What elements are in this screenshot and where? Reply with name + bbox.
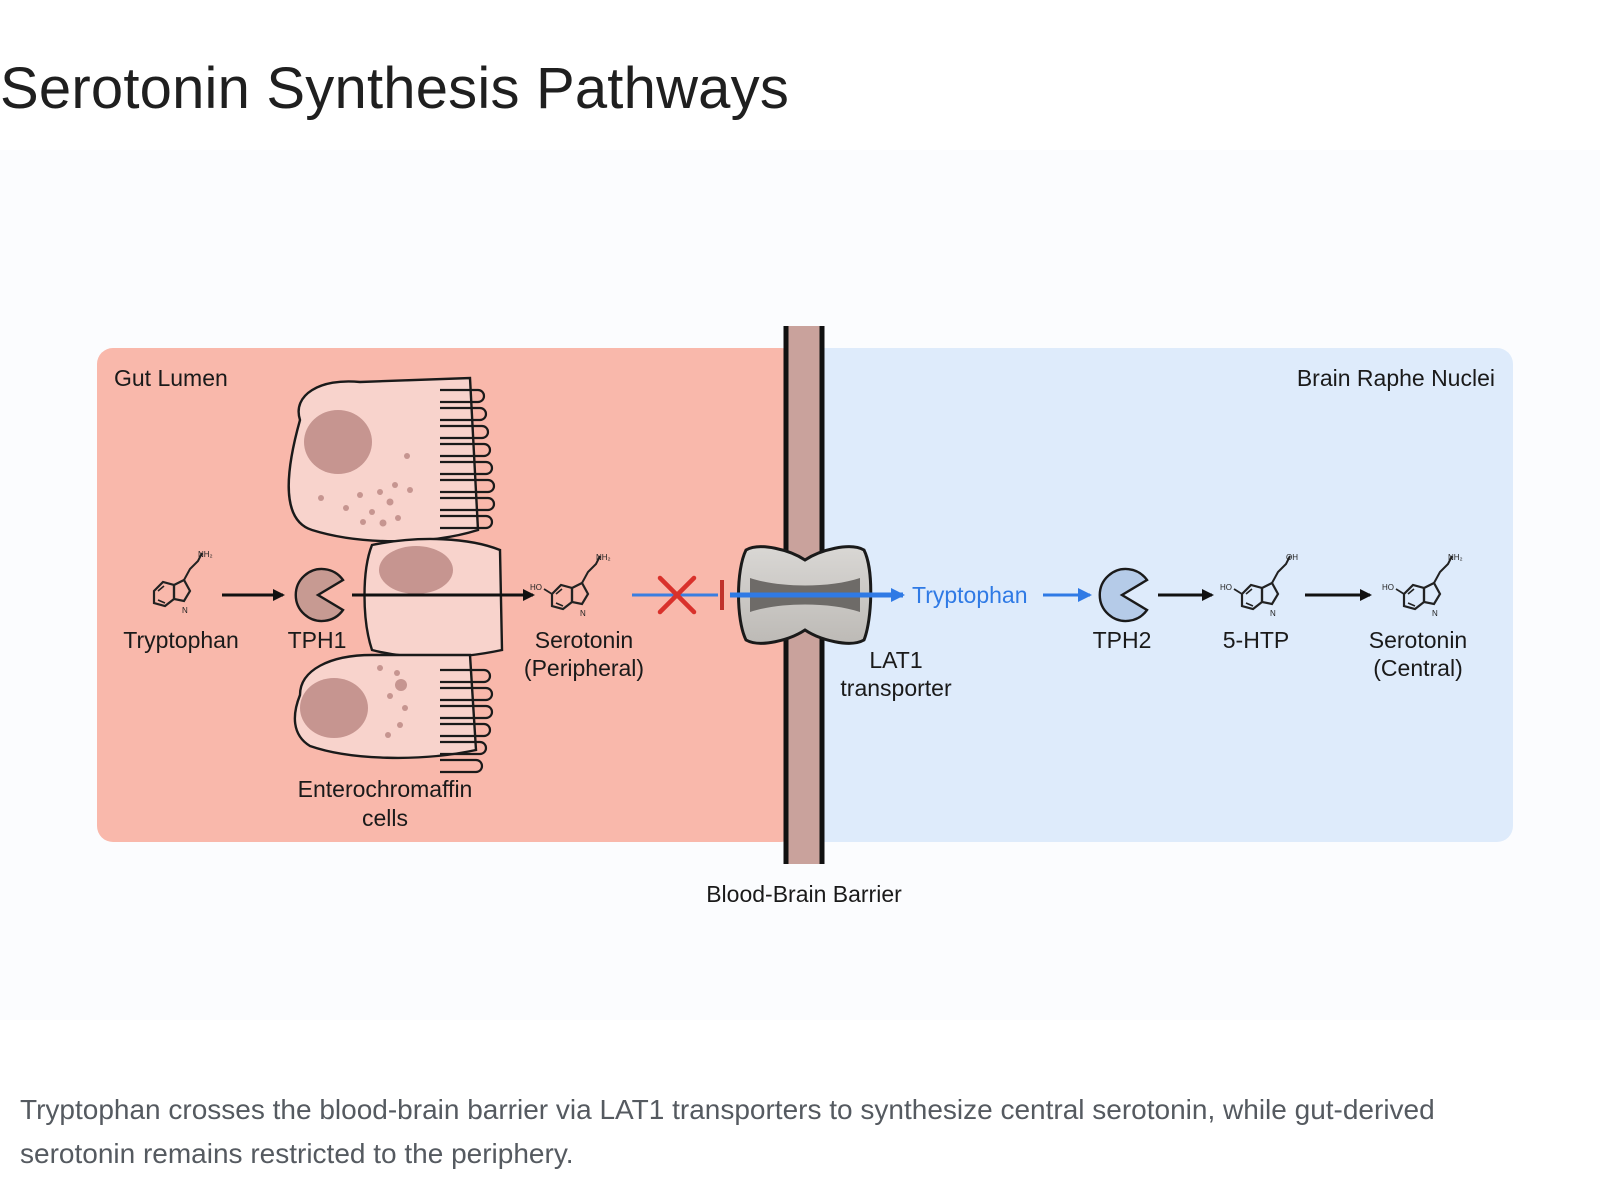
enterochromaffin-label-line2: cells — [362, 805, 408, 831]
enterochromaffin-cells — [287, 376, 504, 774]
serotonin-pathway-diagram: Gut Lumen Brain Raphe Nuclei Enterochrom… — [97, 326, 1513, 907]
serotonin-central-molecule: HO NH₂ N — [1382, 553, 1463, 618]
oh-label: OH — [1286, 553, 1298, 562]
tryptophan-gut-label: Tryptophan — [123, 627, 239, 653]
five-htp-label: 5-HTP — [1223, 627, 1289, 653]
lat1-label-line1: LAT1 — [869, 647, 922, 673]
page-title: Serotonin Synthesis Pathways — [0, 56, 790, 121]
tph2-enzyme-icon — [1098, 567, 1149, 623]
nh2-label: NH₂ — [198, 550, 213, 559]
serotonin-central-line1: Serotonin — [1369, 627, 1467, 653]
tph1-label: TPH1 — [288, 627, 347, 653]
tryptophan-brain-label: Tryptophan — [912, 582, 1028, 608]
blood-brain-barrier-label: Blood-Brain Barrier — [706, 881, 902, 907]
nh2-label: NH₂ — [1448, 553, 1463, 562]
block-x-icon — [657, 575, 697, 615]
gut-lumen-label: Gut Lumen — [114, 365, 228, 391]
ho-label: HO — [1220, 583, 1232, 592]
lat1-label-line2: transporter — [840, 675, 952, 701]
nh-label: N — [182, 606, 188, 615]
brain-raphe-label: Brain Raphe Nuclei — [1297, 365, 1495, 391]
tph2-label: TPH2 — [1093, 627, 1152, 653]
nh2-label: NH₂ — [596, 553, 611, 562]
ho-label: HO — [1382, 583, 1394, 592]
nh-label: N — [1270, 609, 1276, 618]
diagram-stage: Gut Lumen Brain Raphe Nuclei Enterochrom… — [0, 150, 1600, 1020]
tryptophan-gut-molecule: NH₂ N — [152, 550, 213, 615]
enterochromaffin-label-line1: Enterochromaffin — [298, 776, 473, 802]
nh-label: N — [1432, 609, 1438, 618]
serotonin-peripheral-line1: Serotonin — [535, 627, 633, 653]
serotonin-peripheral-molecule: HO NH₂ N — [530, 553, 611, 618]
serotonin-peripheral-line2: (Peripheral) — [524, 655, 644, 681]
brain-region — [800, 348, 1513, 842]
tph1-enzyme-icon — [294, 567, 345, 623]
serotonin-central-line2: (Central) — [1373, 655, 1462, 681]
five-htp-molecule: HO OH N — [1220, 553, 1298, 618]
nh-label: N — [580, 609, 586, 618]
figure-caption: Tryptophan crosses the blood-brain barri… — [20, 1094, 1435, 1169]
ho-label: HO — [530, 583, 542, 592]
